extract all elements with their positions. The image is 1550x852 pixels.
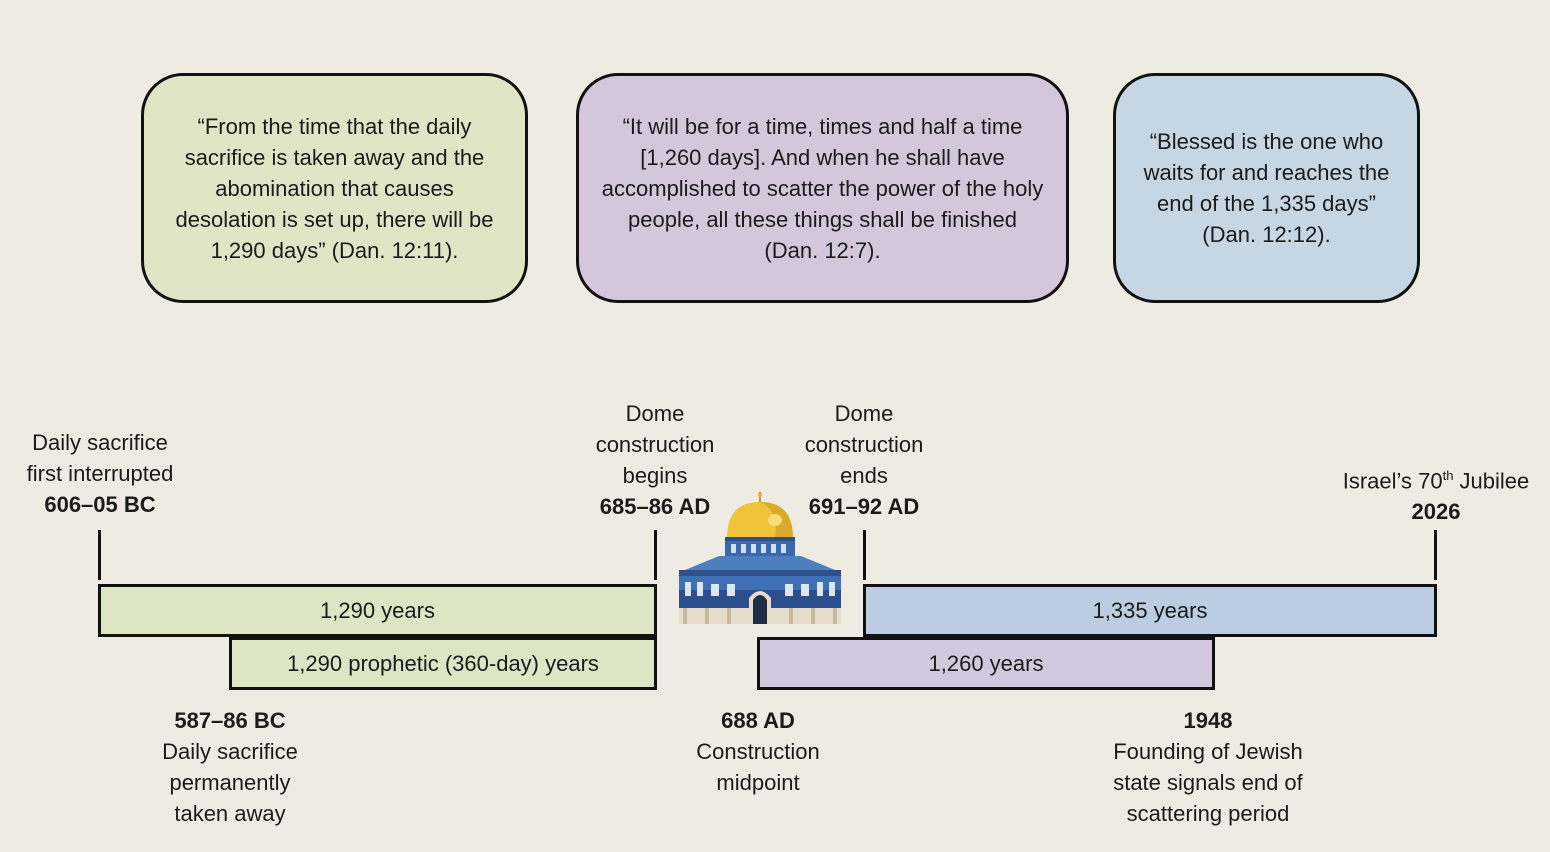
label-line: Dome	[834, 401, 894, 426]
bar-1335-years: 1,335 years	[863, 584, 1437, 637]
label-line: Daily sacrifice	[162, 739, 298, 764]
label-line: Construction	[696, 739, 820, 764]
label-line: construction	[804, 432, 924, 457]
bar-label: 1,290 prophetic (360-day) years	[287, 650, 599, 676]
bar-label: 1,290 years	[320, 597, 435, 623]
label-line: permanently	[169, 770, 291, 795]
label-line: taken away	[174, 801, 286, 826]
label-line: first interrupted	[26, 461, 174, 486]
label-line: Israel’s 70th Jubilee	[1330, 460, 1542, 496]
label-sacrifice-interrupted: Daily sacrifice first interrupted 606–05…	[0, 427, 200, 520]
label-year: 685–86 AD	[599, 494, 711, 519]
label-year: 606–05 BC	[44, 492, 156, 517]
bar-label: 1,260 years	[928, 650, 1044, 676]
label-sacrifice-removed: 587–86 BC Daily sacrifice permanently ta…	[130, 705, 330, 829]
label-year: 688 AD	[721, 708, 795, 733]
label-line: ends	[840, 463, 888, 488]
label-year: 2026	[1411, 499, 1461, 525]
label-line: midpoint	[716, 770, 800, 795]
tick-2026	[1434, 530, 1437, 580]
label-construction-midpoint: 688 AD Construction midpoint	[668, 705, 848, 798]
label-dome-ends: Dome construction ends 691–92 AD	[784, 398, 944, 522]
label-line: scattering period	[1126, 801, 1290, 826]
quote-box-1260-days: “It will be for a time, times and half a…	[576, 73, 1069, 303]
label-year: 1948	[1183, 708, 1233, 733]
dome-of-the-rock-icon	[679, 492, 841, 624]
quote-box-1335-days: “Blessed is the one who waits for and re…	[1113, 73, 1420, 303]
jubilee-suffix: Jubilee	[1453, 468, 1530, 494]
quote-text-1290: “From the time that the daily sacrifice …	[175, 113, 494, 263]
label-founding-1948: 1948 Founding of Jewish state signals en…	[1088, 705, 1328, 829]
jubilee-sup: th	[1442, 468, 1454, 483]
tick-691-ad	[863, 530, 866, 580]
bar-label: 1,335 years	[1092, 597, 1208, 623]
bar-1290-years: 1,290 years	[98, 584, 657, 637]
label-line: begins	[622, 463, 688, 488]
label-line: Founding of Jewish	[1113, 739, 1303, 764]
quote-box-1290-days: “From the time that the daily sacrifice …	[141, 73, 528, 303]
label-line: Dome	[625, 401, 685, 426]
label-year: 587–86 BC	[174, 708, 286, 733]
tick-685-ad	[654, 530, 657, 580]
jubilee-prefix: Israel’s 70	[1342, 468, 1443, 494]
quote-text-1335: “Blessed is the one who waits for and re…	[1143, 129, 1390, 247]
label-dome-begins: Dome construction begins 685–86 AD	[575, 398, 735, 522]
label-line: state signals end of	[1113, 770, 1303, 795]
bar-1290-prophetic-years: 1,290 prophetic (360-day) years	[229, 637, 657, 690]
label-line: construction	[595, 432, 715, 457]
label-year: 691–92 AD	[808, 494, 920, 519]
bar-1260-years: 1,260 years	[757, 637, 1215, 690]
quote-text-1260: “It will be for a time, times and half a…	[601, 113, 1044, 263]
label-line: Daily sacrifice	[32, 430, 168, 455]
label-jubilee: Israel’s 70th Jubilee 2026	[1330, 460, 1542, 527]
tick-606-bc	[98, 530, 101, 580]
